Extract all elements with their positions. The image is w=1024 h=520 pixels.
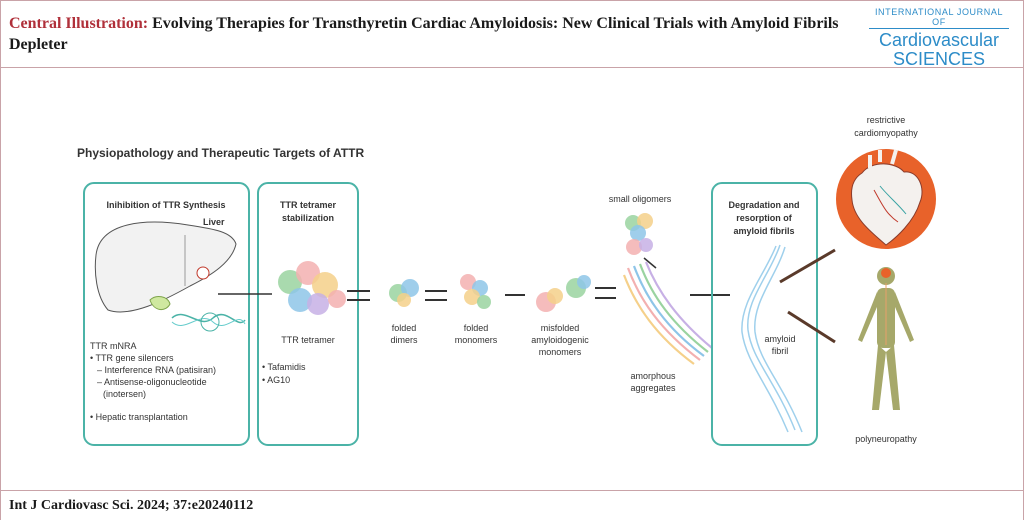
fibril-label-2: fibril <box>772 346 789 356</box>
connector-to-body <box>787 310 836 344</box>
folded-monomers-icon <box>460 274 491 309</box>
box1-item-patisiran: – Interference RNA (patisiran) <box>97 365 216 375</box>
title-text: Evolving Therapies for Transthyretin Car… <box>9 15 839 53</box>
title-lead: Central Illustration: <box>9 15 149 32</box>
box2-item-tafamidis: • Tafamidis <box>262 362 306 372</box>
box1-item-mrna: TTR mNRA <box>90 341 137 351</box>
box3-title-line2: resorption of <box>736 213 793 223</box>
oligomers-label: small oligomers <box>609 194 672 204</box>
misfolded-label-2: amyloidogenic <box>531 335 589 345</box>
box1-title: Inihibition of TTR Synthesis <box>107 200 226 210</box>
citation: Int J Cardiovasc Sci. 2024; 37:e20240112 <box>9 498 254 513</box>
folded-dimers-icon <box>389 279 419 307</box>
monomers-label-2: monomers <box>455 335 498 345</box>
box1-item-inotersen: (inotersen) <box>103 389 146 399</box>
amyloid-fibril-icon <box>741 244 803 433</box>
aggregates-label-1: amorphous <box>630 371 676 381</box>
small-oligomers-icon <box>625 213 653 255</box>
brain-highlight <box>881 268 891 278</box>
oligomers-arrow <box>643 257 657 269</box>
box1-item-antisense: – Antisense-oligonucleotide <box>97 377 207 387</box>
footer: Int J Cardiovasc Sci. 2024; 37:e20240112 <box>1 490 1023 520</box>
box2-title-line1: TTR tetramer <box>280 200 337 210</box>
box1-item-silencers: • TTR gene silencers <box>90 353 174 363</box>
tetramer-icon <box>278 261 346 315</box>
header: Central Illustration: Evolving Therapies… <box>1 1 1023 68</box>
dimers-label-1: folded <box>392 323 417 333</box>
equilibrium-arrows <box>347 287 730 301</box>
box1-item-transplant: • Hepatic transplantation <box>90 412 188 422</box>
journal-logo-line2: SCIENCES <box>892 49 986 69</box>
heart-label-2: cardiomyopathy <box>854 128 918 138</box>
fibril-label-1: amyloid <box>764 334 795 344</box>
liver-label: Liver <box>203 217 225 227</box>
diagram-heading: Physiopathology and Therapeutic Targets … <box>77 146 364 160</box>
heart-icon <box>851 149 923 246</box>
dimers-label-2: dimers <box>390 335 418 345</box>
liver-icon <box>94 221 246 332</box>
connector-to-heart <box>779 248 836 284</box>
misfolded-label-1: misfolded <box>541 323 580 333</box>
aggregates-label-2: aggregates <box>630 383 676 393</box>
misfolded-label-3: monomers <box>539 347 582 357</box>
box2-title-line2: stabilization <box>282 213 334 223</box>
amorphous-aggregates-icon <box>622 261 713 365</box>
journal-logo: INTERNATIONAL JOURNAL OF Cardiovascular … <box>869 7 1009 68</box>
box-fibril-degradation <box>711 182 818 446</box>
monomers-label-1: folded <box>464 323 489 333</box>
misfolded-monomers-icon <box>536 275 591 312</box>
box3-title-line3: amyloid fibrils <box>733 226 794 236</box>
box-tetramer-stabilization <box>257 182 359 446</box>
box-synthesis-inhibition <box>83 182 250 446</box>
heart-label-1: restrictive <box>867 115 906 125</box>
page-title: Central Illustration: Evolving Therapies… <box>9 13 849 55</box>
box2-item-ag10: • AG10 <box>262 375 290 385</box>
box2-tetramer-label: TTR tetramer <box>281 335 335 345</box>
journal-logo-line1: Cardiovascular <box>878 30 1000 50</box>
box3-title-line1: Degradation and <box>728 200 799 210</box>
journal-logo-top: INTERNATIONAL JOURNAL OF <box>869 7 1009 29</box>
body-label: polyneuropathy <box>855 434 917 444</box>
